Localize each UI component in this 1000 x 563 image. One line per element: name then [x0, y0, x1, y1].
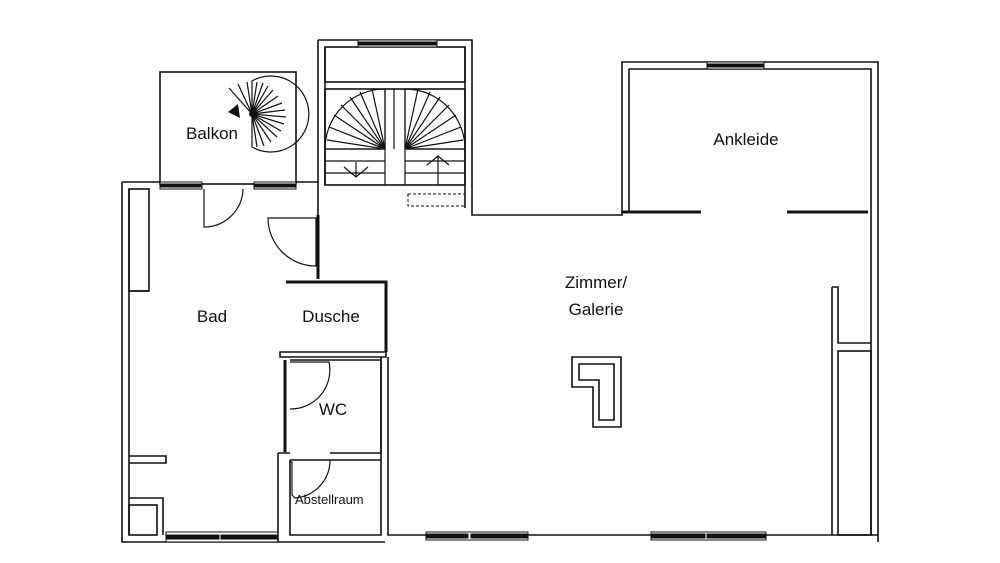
balkon-room: [159, 71, 297, 185]
room-label-wc: WC: [319, 400, 347, 419]
chimney-icon: [571, 356, 622, 428]
staircase-block: [317, 39, 879, 542]
staircase-icon: [324, 88, 466, 207]
spiral-stair-icon: [228, 75, 310, 153]
window-icon: [159, 181, 297, 190]
room-label-balkon: Balkon: [186, 124, 238, 143]
window-icon: [425, 531, 767, 541]
dusche-room: [279, 215, 388, 358]
arrow-up-icon: [426, 155, 450, 185]
room-label-bad: Bad: [197, 307, 227, 326]
room-label-zimmer: Zimmer/: [565, 273, 628, 292]
room-label-ankleide: Ankleide: [713, 130, 778, 149]
arrow-down-icon: [343, 162, 369, 178]
room-label-abstellraum: Abstellraum: [295, 492, 364, 507]
bad-room: [121, 181, 385, 543]
room-label-dusche: Dusche: [302, 307, 360, 326]
wc-room: [277, 357, 878, 542]
door-icon: [203, 188, 317, 267]
zimmer-room: [622, 61, 872, 536]
room-label-galerie: Galerie: [569, 300, 624, 319]
